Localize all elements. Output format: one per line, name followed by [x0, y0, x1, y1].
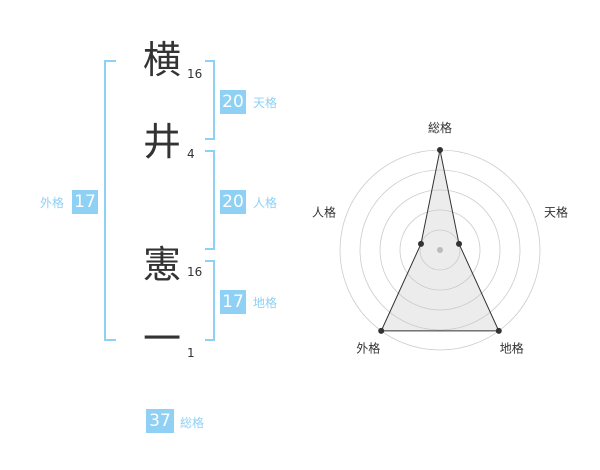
- chikaku-label: 地格: [253, 296, 278, 310]
- radar-axis-label-4: 外格: [356, 341, 380, 356]
- tenkaku-label: 天格: [253, 96, 278, 110]
- tenkaku-bracket: [205, 60, 215, 140]
- name-char-4: 一: [142, 317, 181, 361]
- stroke-count-2: 4: [187, 147, 195, 161]
- gaikaku-value: 17: [72, 190, 98, 214]
- name-char-2: 井: [142, 120, 181, 164]
- chikaku-bracket: [205, 260, 215, 341]
- stroke-count-1: 16: [187, 67, 203, 81]
- radar-axis-label-2: 天格: [544, 204, 568, 219]
- jinkaku-value: 20: [220, 190, 246, 214]
- radar-series-polygon: [380, 149, 500, 332]
- name-char-3: 憲: [142, 243, 181, 287]
- radar-grid-ring-4: [359, 169, 521, 331]
- name-char-1: 横: [142, 38, 181, 82]
- radar-point-1: [437, 147, 443, 153]
- stroke-count-4: 1: [187, 346, 195, 360]
- gaikaku-bracket: [104, 60, 116, 341]
- chikaku-value: 17: [220, 290, 246, 314]
- radar-point-2: [456, 240, 463, 247]
- tenkaku-value: 20: [220, 90, 246, 114]
- radar-point-5: [417, 240, 424, 247]
- radar-point-4: [378, 327, 385, 334]
- gaikaku-label: 外格: [40, 196, 65, 210]
- radar-center-dot: [437, 247, 443, 253]
- radar-axis-label-5: 人格: [312, 204, 336, 219]
- jinkaku-bracket: [205, 150, 215, 250]
- radar-grid-ring-1: [419, 229, 461, 271]
- radar-axis-label-1: 総格: [428, 120, 452, 135]
- soukaku-label: 総格: [180, 416, 205, 430]
- radar-grid-ring-2: [399, 209, 481, 291]
- radar-axis-label-3: 地格: [500, 341, 524, 356]
- soukaku-value: 37: [146, 409, 174, 433]
- stroke-count-3: 16: [187, 265, 203, 279]
- radar-grid-ring-3: [379, 189, 501, 311]
- radar-point-3: [495, 327, 502, 334]
- jinkaku-label: 人格: [253, 196, 278, 210]
